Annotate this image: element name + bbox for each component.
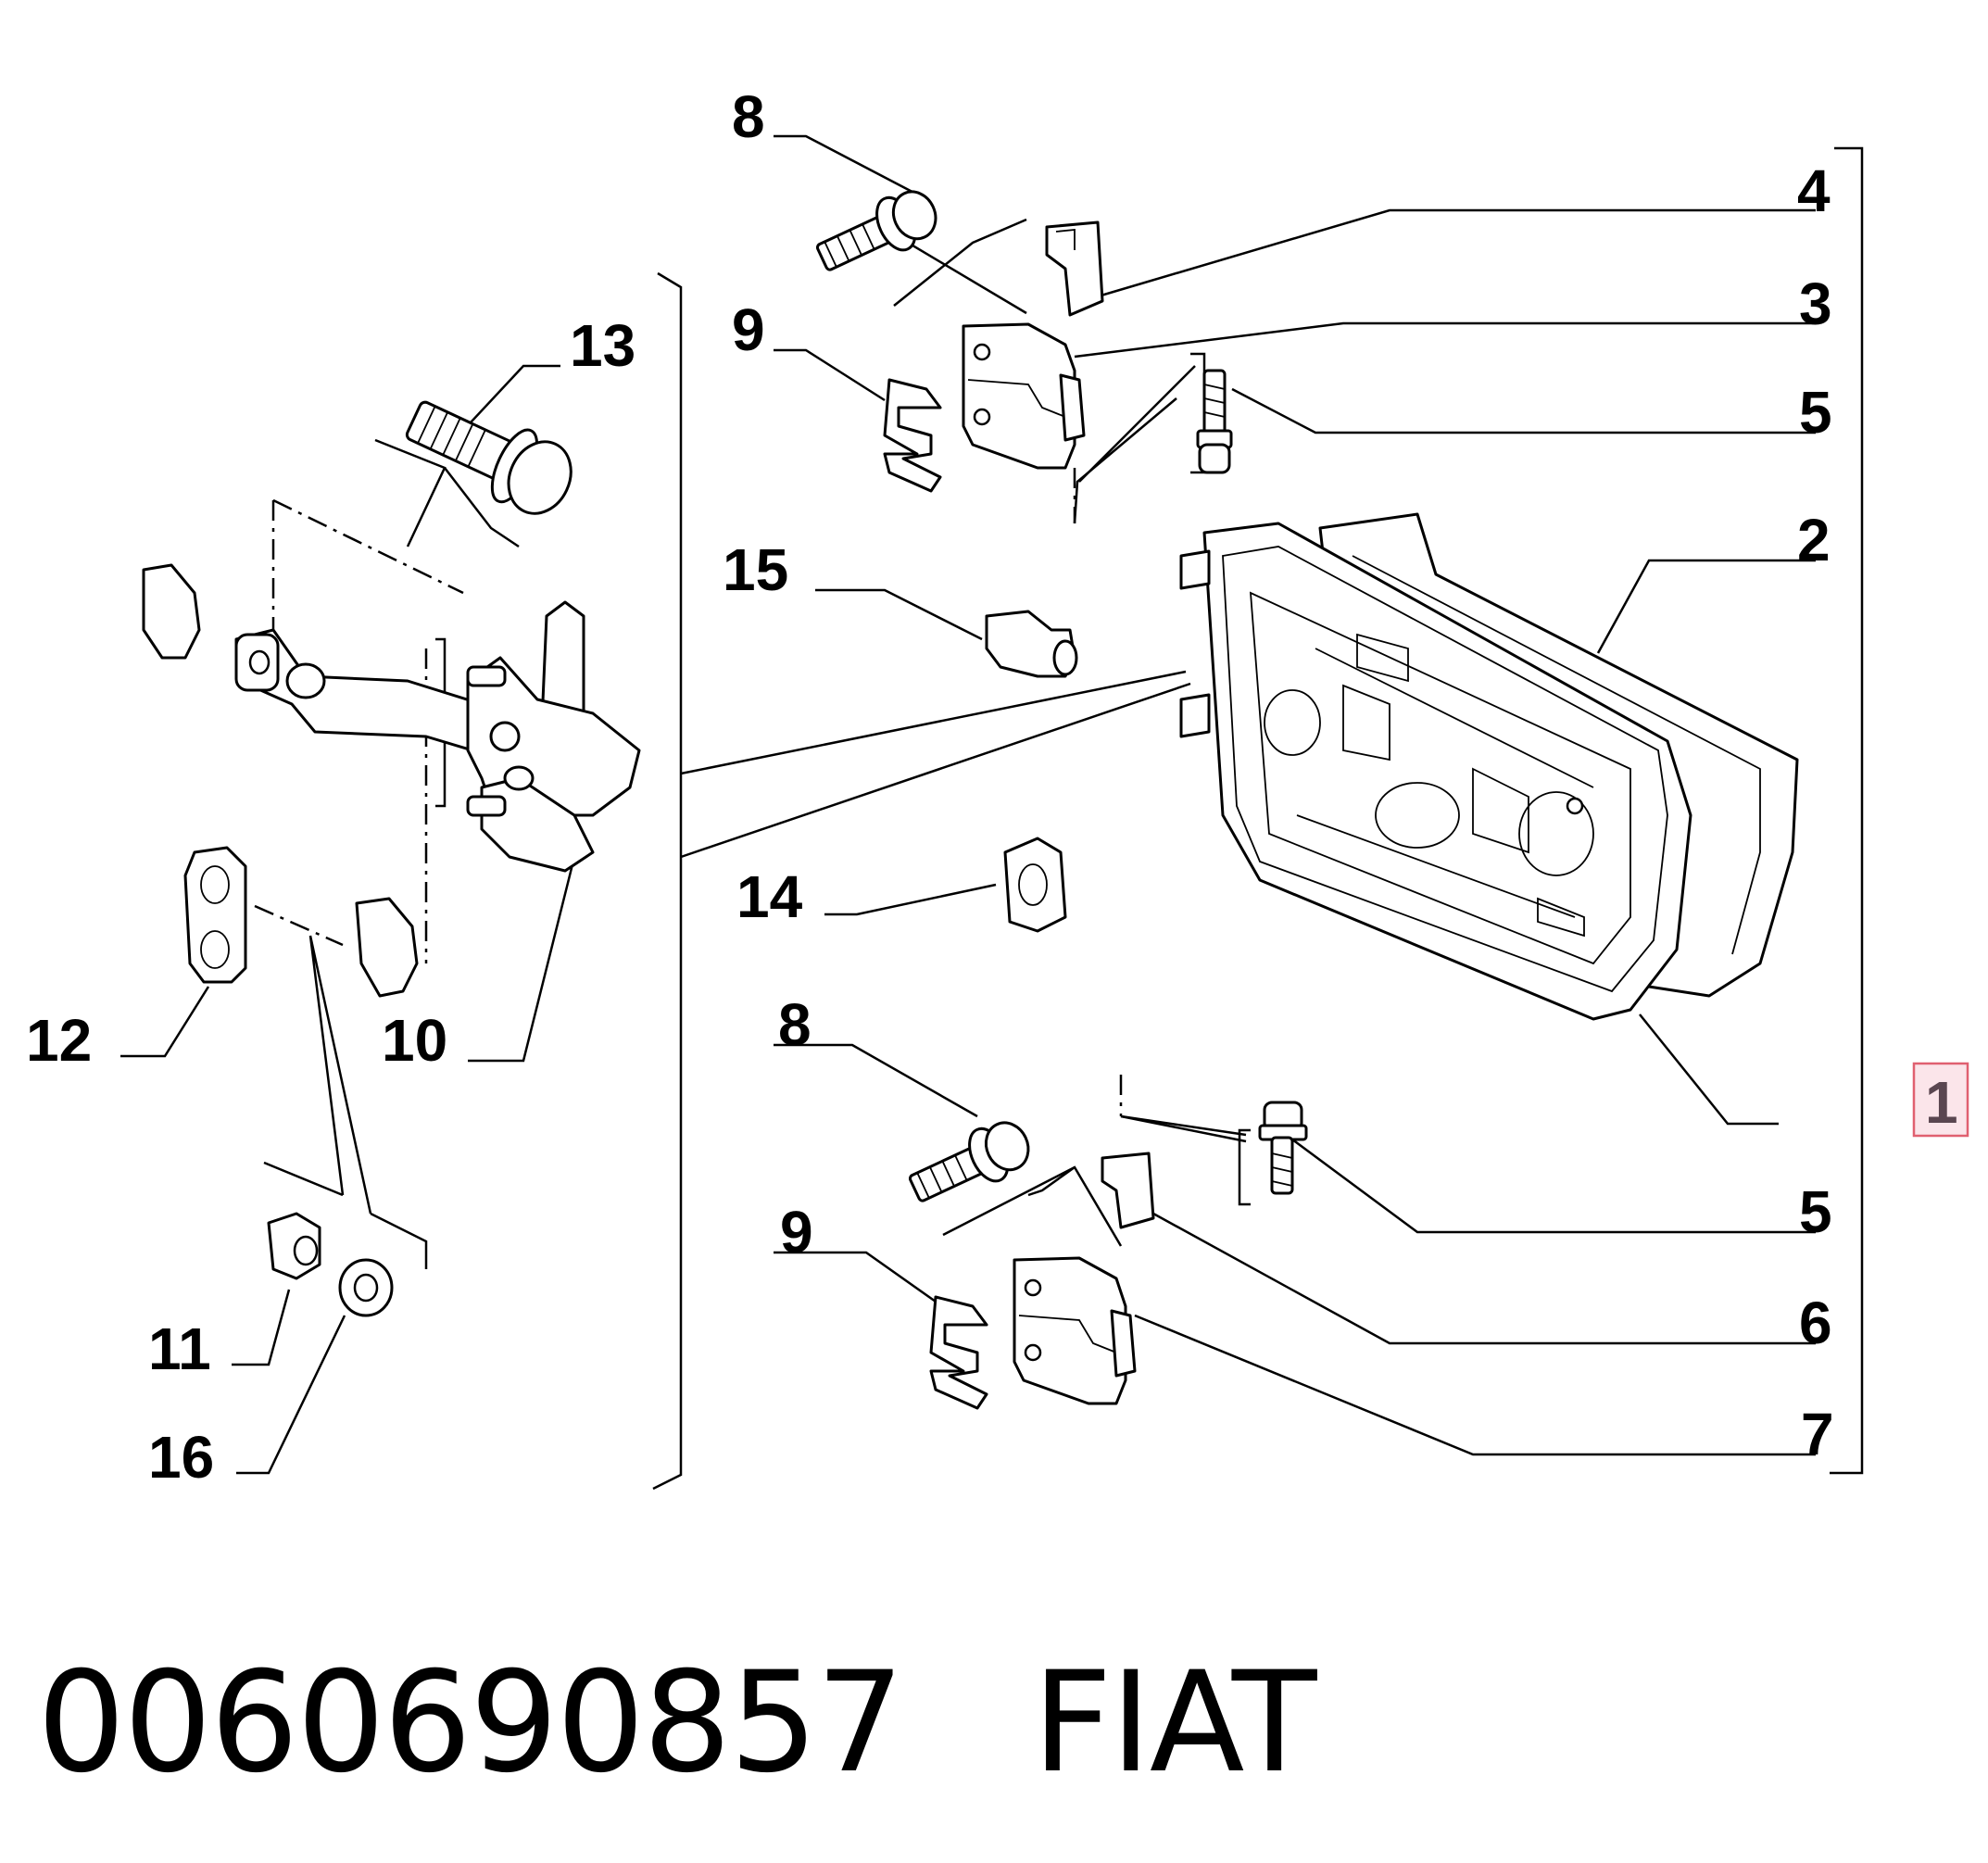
callout-9-bottom: 9 (780, 1199, 813, 1265)
clip-icon (883, 378, 942, 493)
assembly-lines (254, 218, 1251, 1269)
gasket-icon (142, 563, 201, 660)
callout-5-top: 5 (1799, 379, 1832, 446)
part-number: 0060690857 (37, 1643, 904, 1804)
leader-to-door-1 (680, 670, 1187, 775)
callout-1-highlight (1912, 1062, 1969, 1138)
part-caption: 0060690857 FIAT (37, 1630, 1316, 1816)
bolt-icon (815, 190, 937, 271)
callout-9-top: 9 (732, 296, 765, 363)
clip-icon (929, 1295, 988, 1410)
bracket-clip-icon (1003, 837, 1067, 933)
callout-11: 11 (148, 1315, 211, 1382)
bolt-icon (1196, 369, 1233, 474)
callout-12: 12 (26, 1007, 92, 1074)
callout-6: 6 (1799, 1290, 1832, 1356)
bolt-icon (908, 1121, 1030, 1202)
callout-8-bottom: 8 (778, 991, 812, 1058)
cap-icon (234, 633, 280, 692)
bracket-right (1830, 146, 1864, 1475)
callout-1: 1 (1925, 1069, 1958, 1136)
hinge-icon (1013, 1256, 1137, 1405)
callout-5-bottom: 5 (1799, 1178, 1832, 1245)
callout-16: 16 (148, 1424, 214, 1491)
callout-10: 10 (382, 1007, 447, 1074)
washer-icon (338, 1258, 394, 1317)
callout-labels: 8 4 3 9 13 5 2 15 14 8 12 10 1 5 9 6 11 … (26, 83, 1958, 1491)
callout-8-top: 8 (732, 83, 765, 150)
callout-2: 2 (1797, 507, 1831, 573)
leader-to-door-2 (680, 682, 1191, 859)
parts-diagram: 8 4 3 9 13 5 2 15 14 8 12 10 1 5 9 6 11 … (26, 83, 1969, 1491)
shim-icon (1045, 220, 1104, 317)
callout-14: 14 (736, 863, 803, 930)
bracket-middle (652, 271, 683, 1491)
bolt-icon (1258, 1101, 1308, 1195)
bolt-icon (405, 400, 572, 515)
leader-lines (120, 134, 1816, 1475)
callout-13: 13 (570, 312, 635, 379)
callout-7: 7 (1801, 1401, 1834, 1467)
brand-name: FIAT (1032, 1643, 1316, 1804)
seal-icon (183, 846, 247, 984)
gasket-icon (355, 897, 419, 998)
hinge-icon (962, 322, 1086, 470)
callout-15: 15 (723, 536, 788, 603)
door-assembly-icon (1179, 512, 1799, 1021)
connector-icon (985, 610, 1078, 678)
door-check-icon (234, 600, 641, 873)
callout-4: 4 (1797, 157, 1831, 224)
shim-icon (1101, 1152, 1155, 1229)
callout-3: 3 (1799, 271, 1832, 337)
nut-icon (267, 1212, 321, 1280)
